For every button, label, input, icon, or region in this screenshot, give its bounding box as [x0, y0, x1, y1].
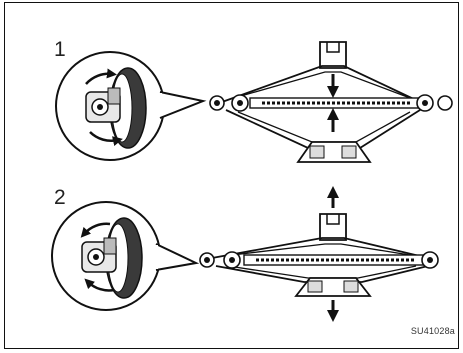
handle-rotation-detail-icon	[52, 202, 196, 310]
scissor-jack-icon	[210, 42, 452, 162]
handle-rotation-detail-icon	[56, 52, 203, 160]
scissor-jack-icon	[200, 214, 438, 296]
step-2-group	[52, 192, 438, 316]
step-1-group	[56, 42, 452, 162]
